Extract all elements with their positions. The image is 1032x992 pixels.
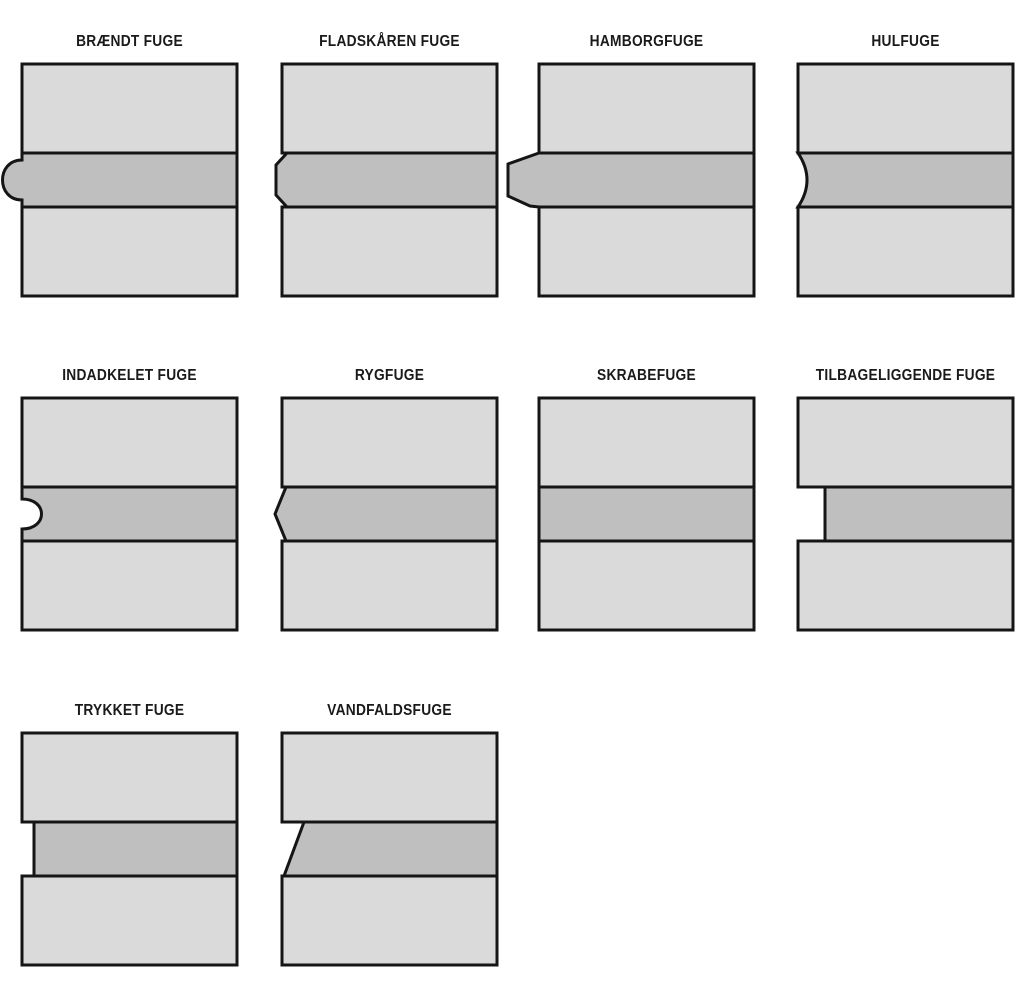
joint-diagram-svg [280, 731, 499, 967]
diagram-card-trykket-fuge: TRYKKET FUGE [0, 702, 241, 967]
joint-diagram-svg [1, 62, 239, 298]
diagram-card-vandfaldsfuge: VANDFALDSFUGE [240, 702, 501, 967]
mortar-joint-ryg [273, 485, 499, 543]
top-brick [20, 731, 239, 824]
bottom-brick [20, 539, 239, 632]
top-brick [20, 396, 239, 489]
top-brick [280, 396, 499, 489]
mortar-joint-braendt [1, 151, 239, 209]
top-brick [280, 731, 499, 824]
diagram-title: HULFUGE [871, 33, 940, 50]
diagram-card-tilbageliggende-fuge: TILBAGELIGGENDE FUGE [756, 367, 1017, 632]
joint-diagram-svg [20, 731, 239, 967]
joint-diagram-svg [273, 396, 499, 632]
diagram-title: BRÆNDT FUGE [76, 33, 183, 50]
mortar-joint-trykket [32, 820, 239, 878]
top-brick [280, 62, 499, 155]
bottom-brick [796, 205, 1015, 298]
bottom-brick [280, 205, 499, 298]
bottom-brick [20, 205, 239, 298]
diagram-title: TILBAGELIGGENDE FUGE [815, 367, 996, 384]
top-brick [537, 396, 756, 489]
top-brick [537, 62, 756, 155]
bottom-brick [537, 205, 756, 298]
diagram-card-hamborgfuge: HAMBORGFUGE [497, 33, 758, 298]
diagram-card-hulfuge: HULFUGE [756, 33, 1017, 298]
diagram-title: HAMBORGFUGE [589, 33, 704, 50]
bottom-brick [20, 874, 239, 967]
top-brick [796, 62, 1015, 155]
mortar-joint-hul [795, 151, 1015, 209]
top-brick [796, 396, 1015, 489]
top-brick [20, 62, 239, 155]
joint-diagram-svg [796, 396, 1015, 632]
joint-diagram-svg [506, 62, 756, 298]
joint-diagram-svg [795, 62, 1015, 298]
bottom-brick [280, 539, 499, 632]
diagram-title: TRYKKET FUGE [74, 702, 185, 719]
diagram-title: RYGFUGE [354, 367, 425, 384]
mortar-joint-skrabe [537, 485, 756, 543]
joint-diagram-svg [274, 62, 499, 298]
diagram-title: FLADSKÅREN FUGE [319, 33, 460, 50]
joint-diagram-svg [537, 396, 756, 632]
diagram-title: VANDFALDSFUGE [327, 702, 452, 719]
mortar-joint-tilbageliggende [823, 485, 1015, 543]
diagram-card-rygfuge: RYGFUGE [240, 367, 501, 632]
bottom-brick [796, 539, 1015, 632]
diagram-title: INDADKELET FUGE [62, 367, 197, 384]
diagram-card-indadkelet-fuge: INDADKELET FUGE [0, 367, 241, 632]
diagram-card-skrabefuge: SKRABEFUGE [497, 367, 758, 632]
diagram-card-fladskaaren-fuge: FLADSKÅREN FUGE [240, 33, 501, 298]
bottom-brick [537, 539, 756, 632]
mortar-joint-fladskaaren [274, 151, 499, 209]
diagram-title: SKRABEFUGE [597, 367, 696, 384]
mortar-joint-hamborg [506, 151, 756, 209]
diagram-card-braendt-fuge: BRÆNDT FUGE [0, 33, 241, 298]
bottom-brick [280, 874, 499, 967]
mortar-joint-indadkelet [20, 485, 239, 543]
joint-diagram-svg [20, 396, 239, 632]
mortar-joint-vandfald [281, 820, 499, 878]
